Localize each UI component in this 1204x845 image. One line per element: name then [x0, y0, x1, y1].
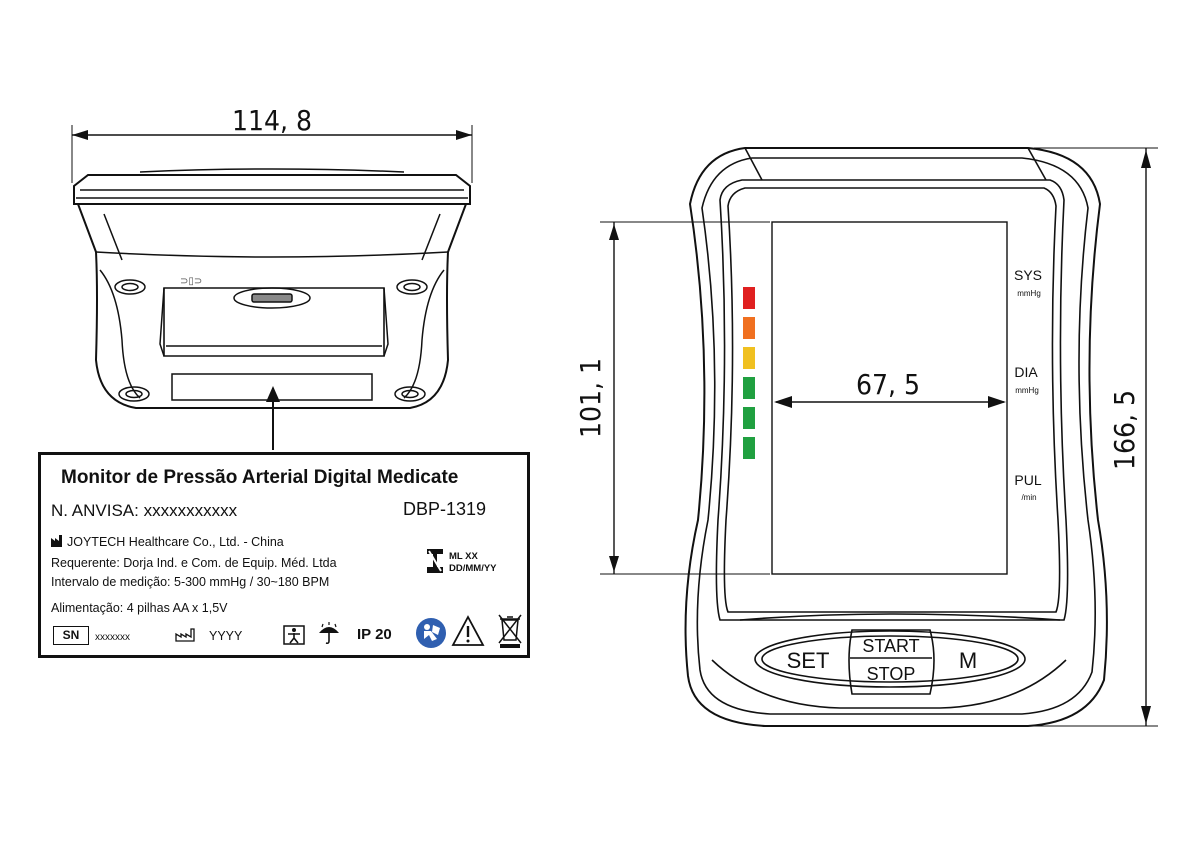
lcd-screen: [771, 221, 1008, 575]
dimension-screen-width: [774, 396, 1006, 408]
dimension-screen-height-label: 101, 1: [574, 358, 607, 438]
weee-bin-icon: [498, 614, 522, 648]
level-segment: [743, 347, 755, 369]
product-label: Monitor de Pressão Arterial Digital Medi…: [38, 452, 530, 658]
start-label: START: [862, 636, 919, 656]
level-segment: [743, 287, 755, 309]
svg-text:⊃▯⊃: ⊃▯⊃: [180, 276, 202, 287]
start-stop-button[interactable]: [848, 629, 935, 695]
label-power: Alimentação: 4 pilhas AA x 1,5V: [51, 601, 228, 615]
pul-unit: /min: [1021, 493, 1036, 502]
dimension-width-label: 114, 8: [232, 104, 312, 137]
set-button[interactable]: SET: [787, 648, 830, 673]
button-panel: [754, 630, 1026, 688]
factory-icon: [51, 535, 62, 547]
dimension-screen-width-label: 67, 5: [856, 368, 920, 401]
sys-label: SYS: [1014, 267, 1042, 283]
level-indicator: [743, 287, 755, 459]
level-segment: [743, 377, 755, 399]
top-view: ⊃▯⊃: [71, 125, 473, 450]
dimension-screen-height: [600, 221, 770, 575]
stop-label: STOP: [867, 664, 916, 684]
level-segment: [743, 317, 755, 339]
manufacture-date-icon: [175, 628, 195, 642]
keep-dry-icon: [319, 622, 339, 645]
pul-label: PUL: [1014, 472, 1041, 488]
warning-icon: [451, 615, 485, 646]
label-anvisa: N. ANVISA: xxxxxxxxxxx: [51, 501, 238, 520]
label-lot: ML XX: [449, 551, 478, 562]
sys-unit: mmHg: [1017, 289, 1041, 298]
read-manual-icon: [416, 618, 446, 648]
front-view: [684, 147, 1108, 727]
inmetro-mark-icon: [427, 549, 443, 573]
label-requester: Requerente: Dorja Ind. e Com. de Equip. …: [51, 556, 337, 570]
body-type-bf-icon: [283, 625, 305, 645]
label-lot-date: DD/MM/YY: [449, 563, 497, 574]
level-segment: [743, 407, 755, 429]
label-title: Monitor de Pressão Arterial Digital Medi…: [61, 467, 459, 488]
label-range: Intervalo de medição: 5-300 mmHg / 30~18…: [51, 575, 330, 589]
dimension-total-height-label: 166, 5: [1108, 390, 1141, 470]
dia-unit: mmHg: [1015, 386, 1039, 395]
date-value: YYYY: [209, 629, 243, 643]
dia-label: DIA: [1014, 364, 1038, 380]
sn-value: xxxxxxx: [95, 632, 130, 643]
label-model: DBP-1319: [403, 499, 487, 519]
level-segment: [743, 437, 755, 459]
memory-button[interactable]: M: [959, 648, 977, 673]
label-factory: JOYTECH Healthcare Co., Ltd. - China: [67, 535, 284, 549]
sn-tag: SN: [53, 626, 89, 645]
ip-rating: IP 20: [357, 626, 392, 643]
dimension-total-height: [1030, 147, 1158, 727]
